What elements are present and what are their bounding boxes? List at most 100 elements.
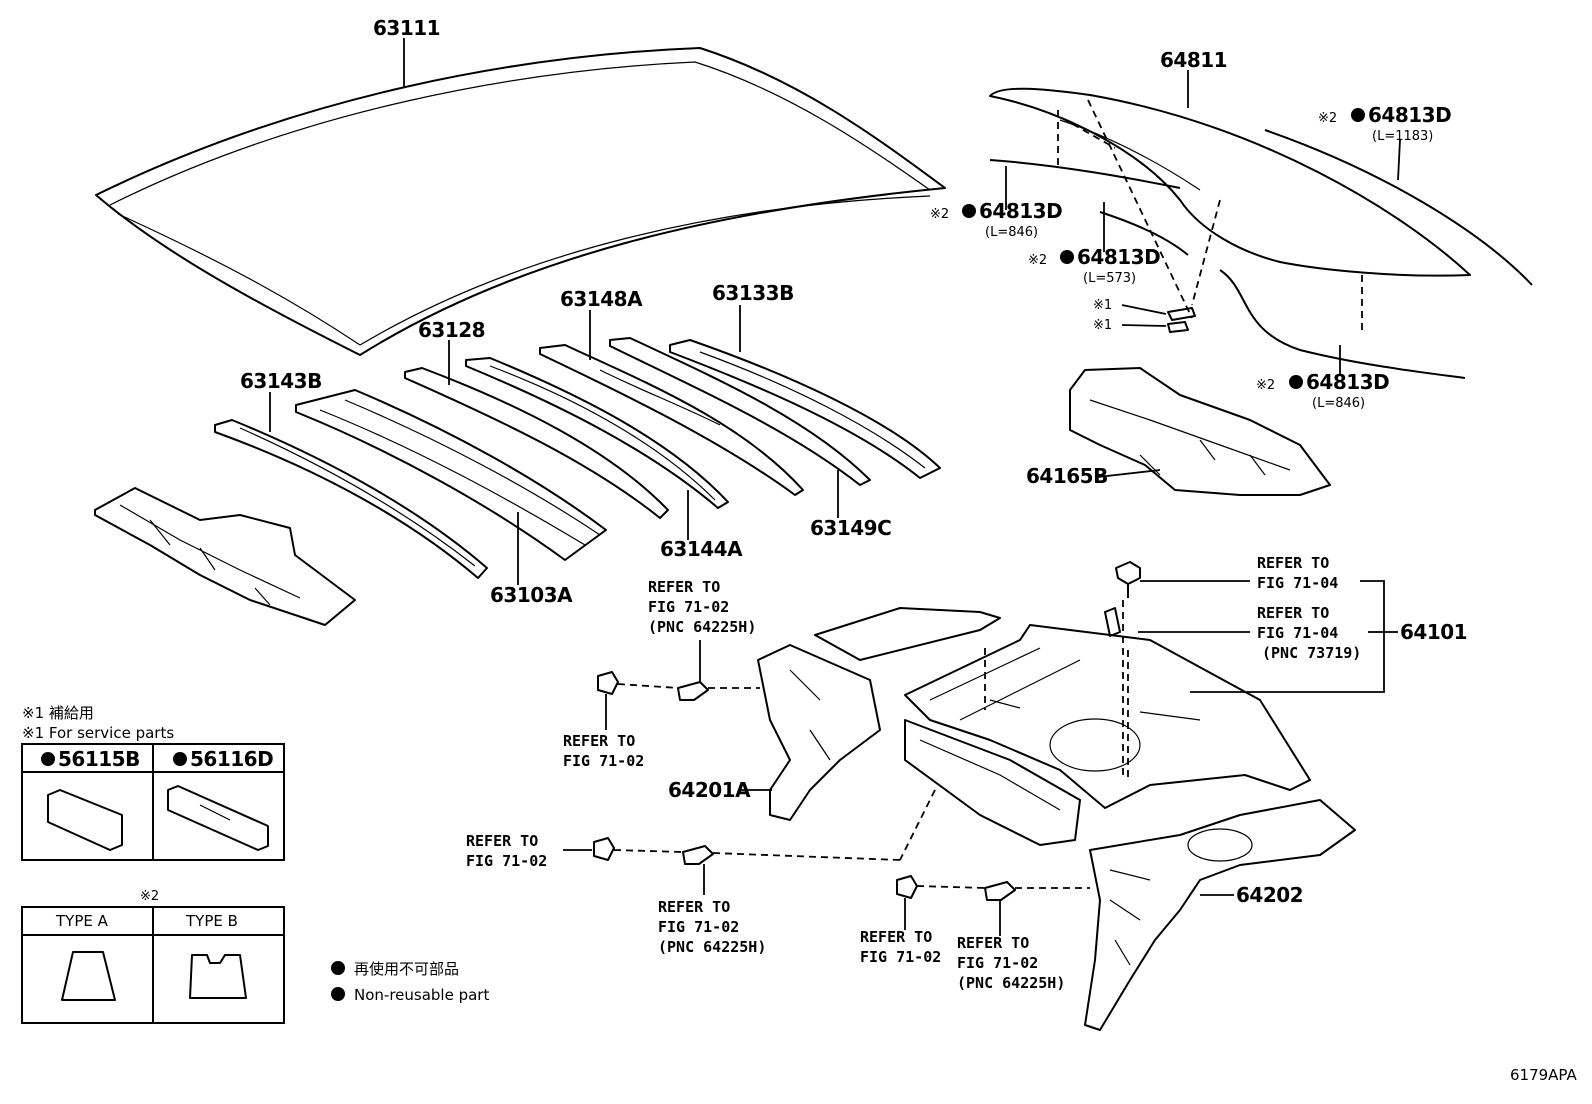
legend-nonreuse-en: Non-reusable part (354, 986, 489, 1004)
ref-label: REFER TO (1257, 554, 1329, 572)
label-64813d-a: 64813D (1368, 103, 1451, 127)
ref-fig: FIG 71-04 (1257, 574, 1338, 592)
quarter-inner-left (757, 644, 881, 821)
ref-fig: FIG 71-02 (957, 954, 1038, 972)
ref-fig: FIG 71-04 (1257, 624, 1338, 642)
ref-fig: FIG 71-02 (563, 752, 644, 770)
guide-line (916, 885, 1090, 889)
ref-fig: FIG 71-02 (466, 852, 547, 870)
spacer-illustration (167, 785, 269, 851)
label-63149c: 63149C (810, 516, 891, 540)
label-63103a: 63103A (490, 583, 573, 607)
spacer-detail (199, 804, 231, 821)
rear-floor-crossmember (904, 719, 1081, 846)
clip-part (677, 681, 709, 701)
grommet-part (597, 671, 619, 695)
ref-label: REFER TO (1257, 604, 1329, 622)
type-table: TYPE A TYPE B (21, 906, 285, 1024)
label-64811: 64811 (1160, 48, 1227, 72)
legend-service-en: ※1 For service parts (22, 724, 174, 742)
clip-part (682, 845, 714, 865)
ref-pnc: (PNC 64225H) (648, 618, 756, 636)
label-64201a: 64201A (668, 778, 751, 802)
bracket-64101 (1190, 580, 1385, 693)
nonreusable-dot-icon (173, 752, 187, 766)
roof-reinforcement-63103a (295, 389, 607, 561)
ref-fig: FIG 71-02 (648, 598, 729, 616)
type-a-shape (61, 951, 116, 1001)
ref-fig: FIG 71-02 (658, 918, 739, 936)
nonreusable-dot-icon (1351, 108, 1365, 122)
type-a-label: TYPE A (55, 912, 109, 930)
mark-2: ※2 (1256, 378, 1275, 393)
quarter-inner-right (1084, 799, 1356, 1031)
roof-bow-63148a (539, 344, 804, 496)
grommet-part (593, 837, 615, 861)
ref-label: REFER TO (658, 898, 730, 916)
leader-spacer-1 (1121, 304, 1167, 315)
ref-pnc: (PNC 64225H) (957, 974, 1065, 992)
nonreusable-dot-icon (331, 961, 345, 975)
ref-pnc: (PNC 73719) (1262, 644, 1361, 662)
rear-guide-lines (899, 600, 1129, 861)
type-mark: ※2 (140, 889, 159, 904)
svc-part-a: 56115B (58, 747, 140, 771)
nonreusable-dot-icon (41, 752, 55, 766)
clip-part (984, 881, 1016, 901)
label-63111: 63111 (373, 16, 440, 40)
ref-label: REFER TO (860, 928, 932, 946)
leader-64813d-a (1397, 139, 1401, 181)
length-64813d-d: (L=846) (1312, 396, 1365, 411)
type-b-shape (189, 954, 247, 999)
diagram-code: 6179APA (1510, 1066, 1578, 1084)
glass-dam-strip-846-lower (1219, 269, 1466, 379)
front-header-panel (94, 487, 356, 626)
label-63128: 63128 (418, 318, 485, 342)
ref-label: REFER TO (957, 934, 1029, 952)
mark-1: ※1 (1093, 318, 1112, 333)
back-window-glass (989, 87, 1471, 277)
label-64813d-c: 64813D (1077, 245, 1160, 269)
roof-panel (95, 47, 946, 356)
glass-dam-strip-1183 (1264, 129, 1533, 286)
length-64813d-c: (L=573) (1083, 271, 1136, 286)
roof-bow-63133b (669, 339, 941, 479)
legend-nonreuse-jp: 再使用不可部品 (354, 960, 459, 978)
grommet-part (896, 875, 918, 899)
spacer-part (1167, 307, 1196, 321)
ref-label: REFER TO (563, 732, 635, 750)
bolt-part (1115, 561, 1141, 598)
nonreusable-dot-icon (962, 204, 976, 218)
label-63144a: 63144A (660, 537, 743, 561)
nonreusable-dot-icon (1289, 375, 1303, 389)
rear-upper-panel (814, 607, 1001, 661)
leader-64165b (1097, 469, 1161, 478)
mark-2: ※2 (1318, 111, 1337, 126)
ref-label: REFER TO (648, 578, 720, 596)
glass-guide-lines (1057, 99, 1363, 335)
label-63143b: 63143B (240, 369, 322, 393)
label-64813d-d: 64813D (1306, 370, 1389, 394)
ref-fig: FIG 71-02 (860, 948, 941, 966)
spacer-part (1167, 321, 1189, 333)
mark-2: ※2 (1028, 253, 1047, 268)
length-64813d-b: (L=846) (985, 225, 1038, 240)
roof-bow-63128 (404, 367, 669, 519)
svc-part-b: 56116D (190, 747, 273, 771)
spacer-illustration (47, 789, 123, 851)
label-64165b: 64165B (1026, 464, 1108, 488)
label-64202: 64202 (1236, 883, 1303, 907)
guide-line (617, 683, 760, 689)
nonreusable-dot-icon (331, 987, 345, 1001)
nonreusable-dot-icon (1060, 250, 1074, 264)
mark-1: ※1 (1093, 298, 1112, 313)
length-64813d-a: (L=1183) (1372, 129, 1433, 144)
legend-service-jp: ※1 補給用 (22, 704, 94, 722)
package-tray-trim (1069, 367, 1331, 496)
label-64101: 64101 (1400, 620, 1467, 644)
ref-label: REFER TO (466, 832, 538, 850)
roof-bow-63144a (465, 357, 729, 509)
service-parts-table: 56115B 56116D (21, 743, 285, 861)
leader-spacer-2 (1121, 324, 1167, 327)
